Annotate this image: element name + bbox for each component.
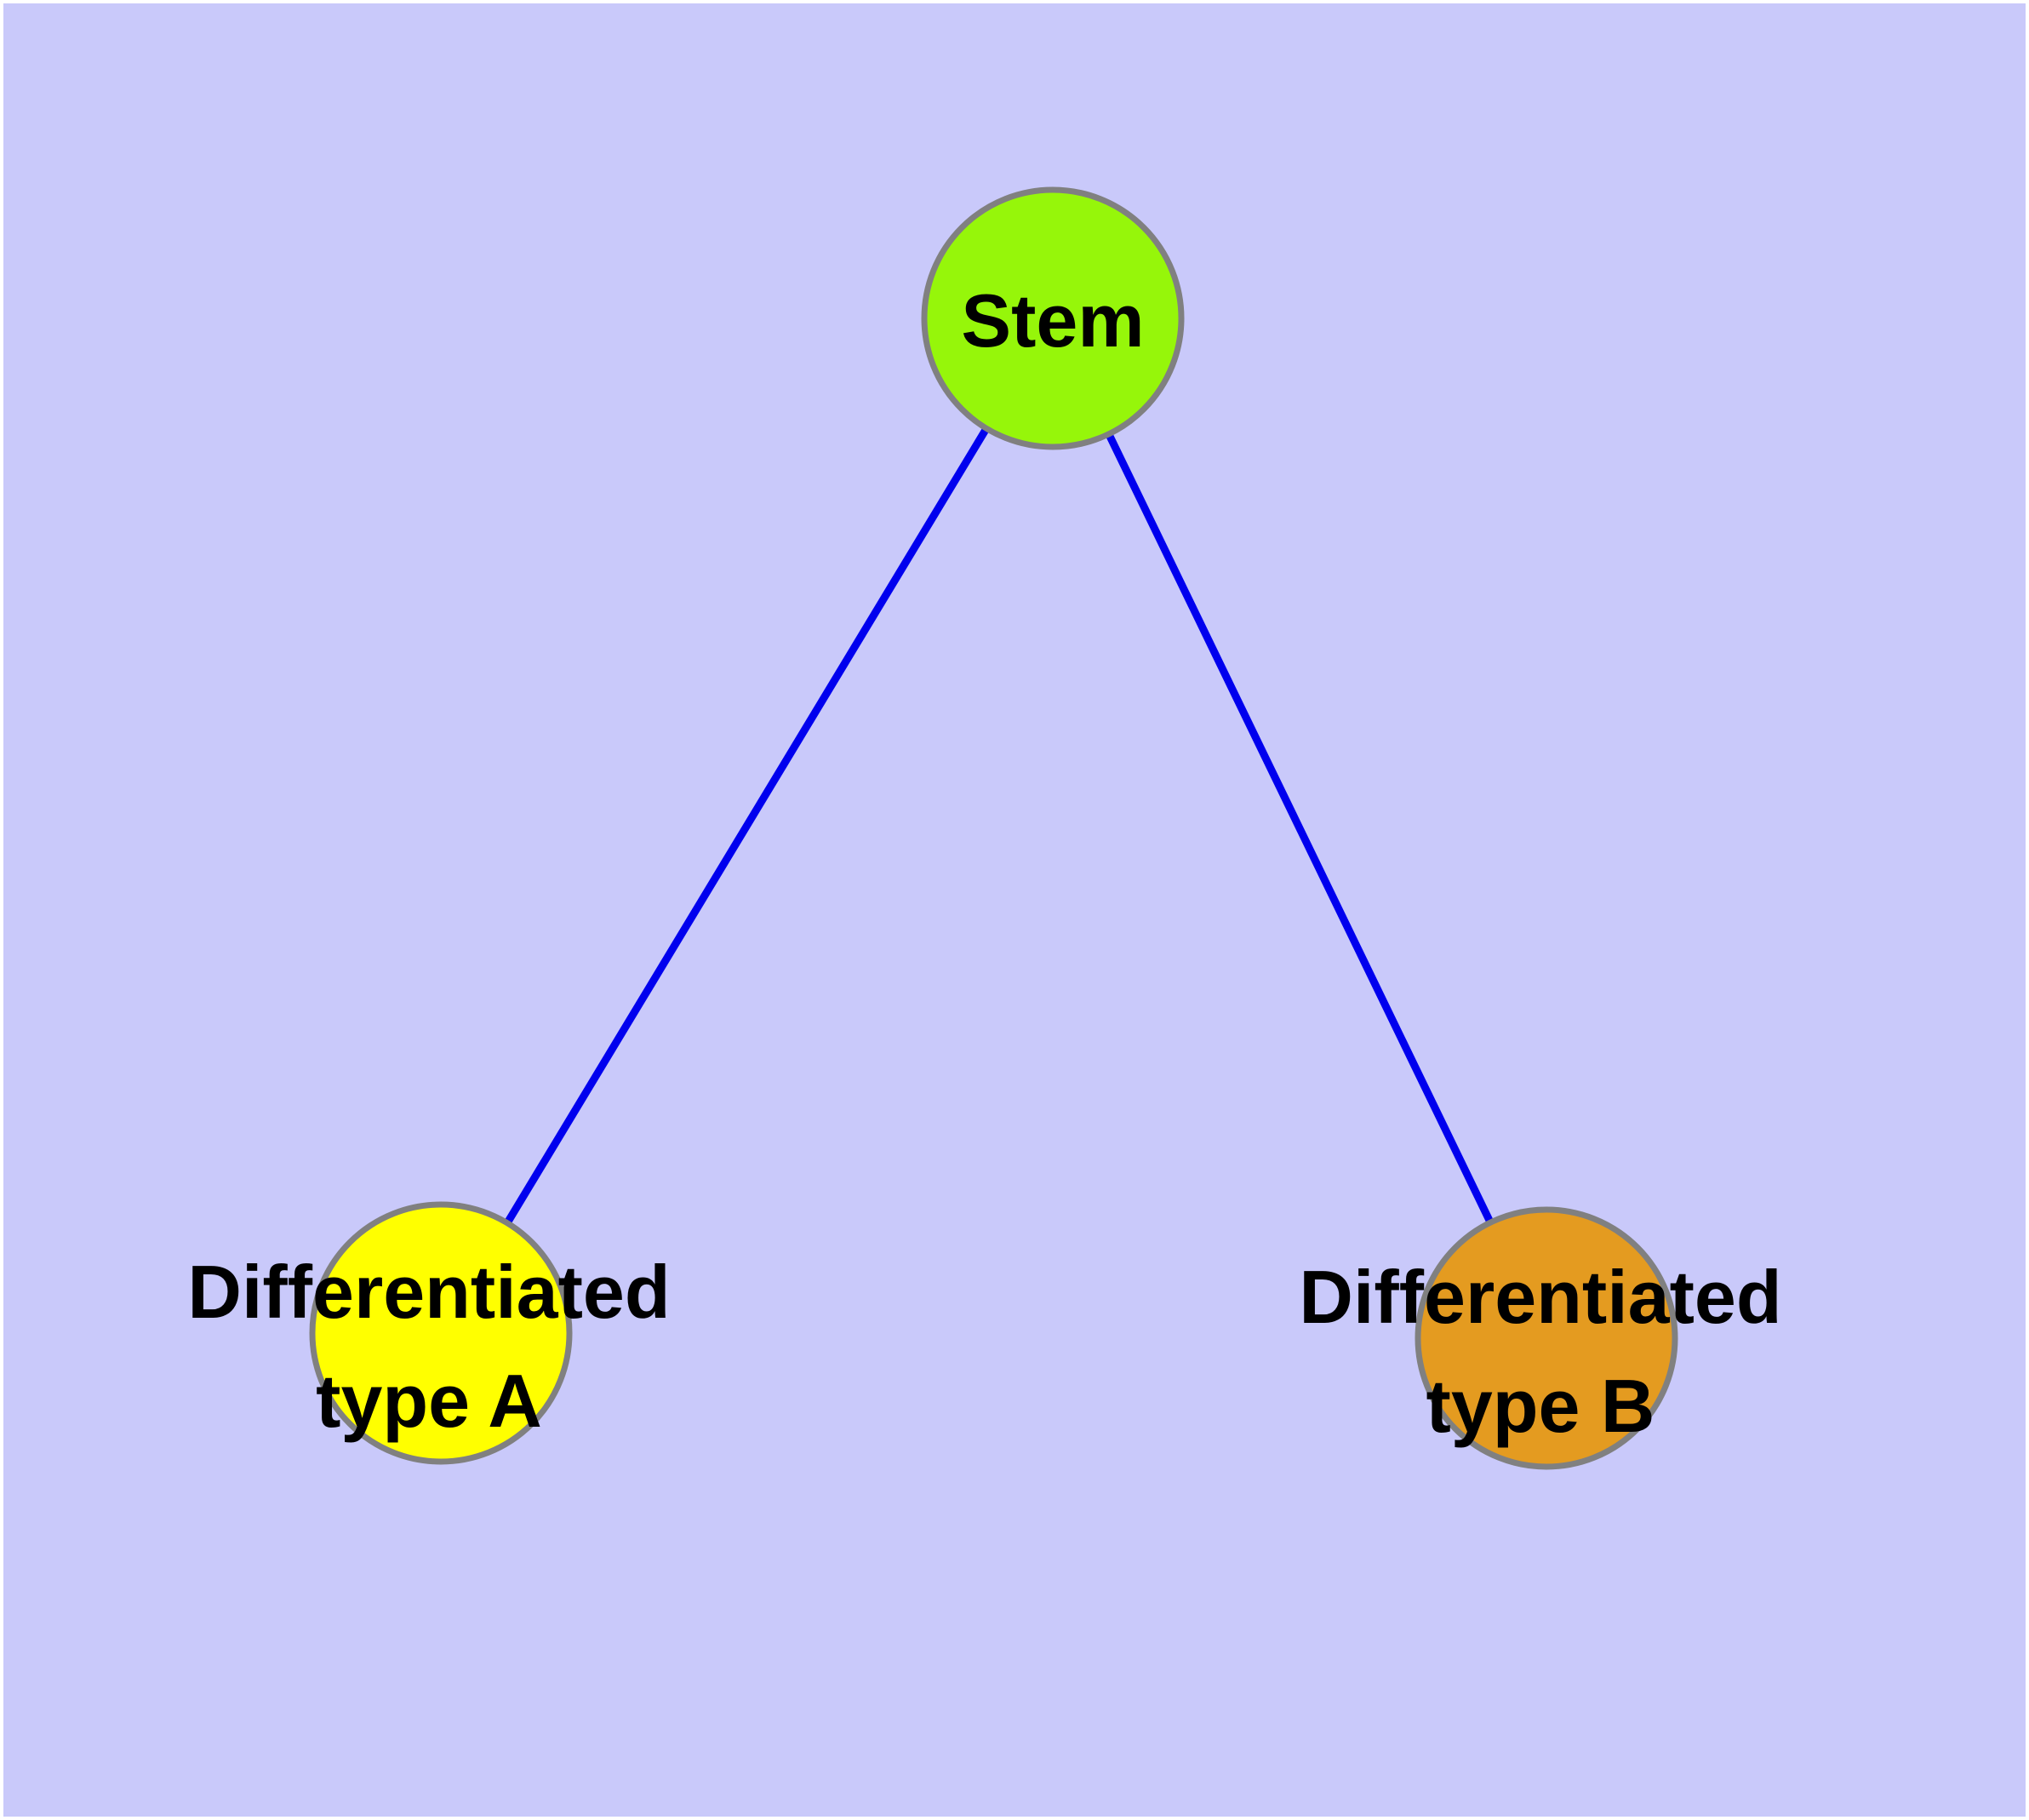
stem-node	[921, 186, 1185, 450]
edge-stem-to-type-b	[1049, 317, 1551, 1340]
differentiated-type-a-label-line1: Differentiated	[187, 1250, 671, 1334]
stem-node-label: Stem	[961, 278, 1145, 363]
differentiated-type-b-node	[1415, 1206, 1678, 1470]
edge-stem-to-type-a	[437, 316, 1056, 1336]
differentiated-type-b-label-line2: type B	[1426, 1364, 1655, 1448]
differentiated-type-b-label-line1: Differentiated	[1299, 1255, 1782, 1339]
differentiated-type-a-node	[309, 1201, 573, 1465]
differentiated-type-b-node-label: Differentiated type B	[1299, 1243, 1781, 1461]
differentiated-type-a-node-label: Differentiated type A	[187, 1238, 670, 1456]
differentiated-type-a-label-line2: type A	[316, 1359, 542, 1443]
